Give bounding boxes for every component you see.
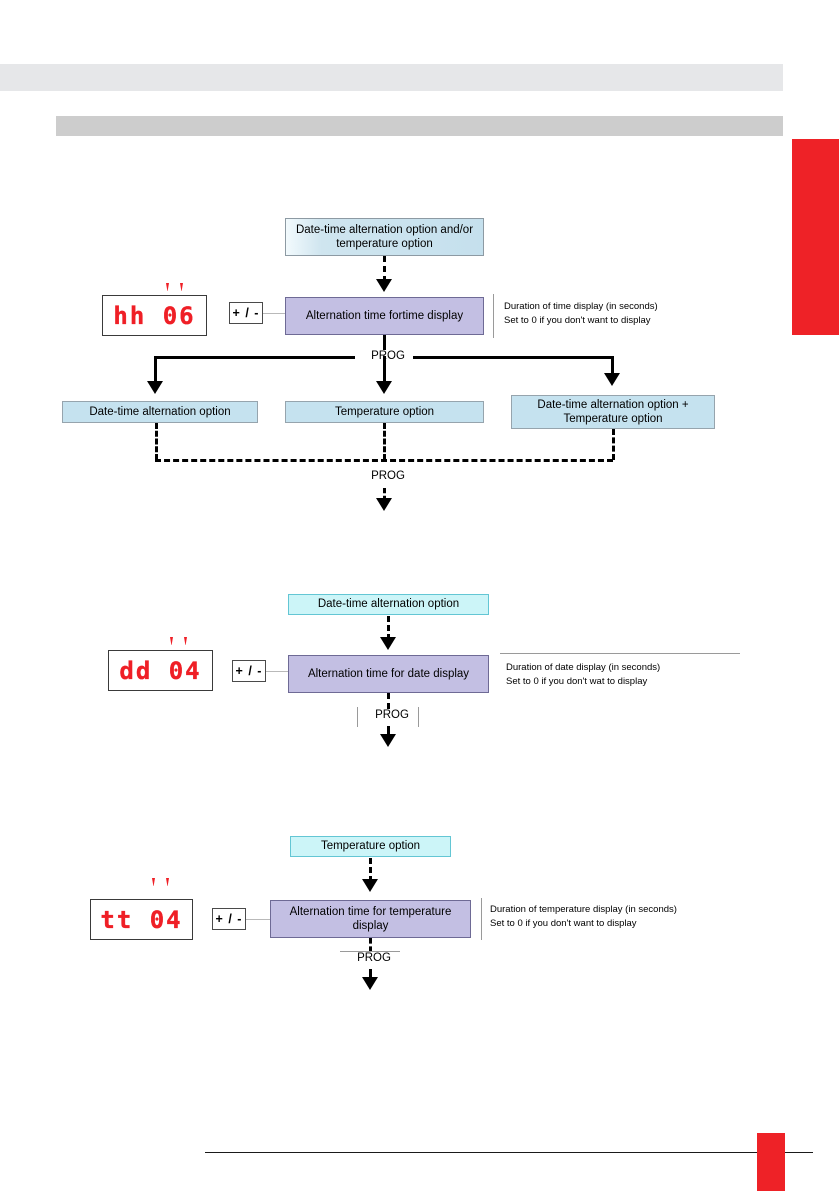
s2-lcd-display: dd 04 (108, 650, 213, 691)
s1-branch-arrow-center (376, 381, 392, 394)
s2-prog-label: PROG (359, 709, 425, 721)
s2-lcd-indicator-ticks (170, 637, 187, 645)
s2-arrow-entry-to-setting (380, 637, 396, 650)
s3-prog-arrow (362, 977, 378, 990)
s2-connector-setting-to-prog (387, 693, 390, 709)
s3-entry-box: Temperature option (290, 836, 451, 857)
s3-note-divider (481, 898, 482, 940)
s3-lcd-value: tt 04 (100, 905, 183, 934)
s3-prog-tail (369, 969, 372, 980)
s1-branch-option-datetime: Date-time alternation option (62, 401, 258, 423)
s1-setting-box: Alternation time fortime display (285, 297, 484, 335)
lcd-tick-left (166, 283, 169, 291)
s1-merge-drop-right (612, 429, 615, 460)
s1-connector-entry-to-setting (383, 256, 386, 282)
lcd-tick-right (166, 878, 169, 886)
s2-setting-box: Alternation time for date display (288, 655, 489, 693)
s3-lcd-display: tt 04 (90, 899, 193, 940)
s3-setting-box: Alternation time for temperature display (270, 900, 471, 938)
s3-plus-minus-lead (246, 919, 270, 920)
s1-arrow-entry-to-setting (376, 279, 392, 292)
s2-note-text: Duration of date display (in seconds) Se… (506, 662, 661, 687)
s3-note-text: Duration of temperature display (in seco… (490, 904, 677, 929)
s3-connector-setting-to-prog (369, 938, 372, 952)
s2-prog-divider-right (418, 707, 419, 727)
s2-connector-entry-to-setting (387, 616, 390, 640)
s3-arrow-entry-to-setting (362, 879, 378, 892)
s3-connector-entry-to-setting (369, 858, 372, 882)
lcd-tick-left (170, 637, 173, 645)
s1-note-divider (493, 294, 494, 338)
s1-merge-label: PROG (355, 470, 421, 482)
s3-lcd-indicator-ticks (152, 878, 169, 886)
s1-merge-rail (155, 459, 613, 462)
s1-branch-drop-center (383, 356, 386, 384)
s1-branch-trunk (383, 335, 386, 357)
s2-note-divider (500, 653, 740, 654)
s1-note-text: Duration of time display (in seconds) Se… (504, 301, 658, 326)
s1-lcd-value: hh 06 (113, 301, 196, 330)
section-tab-marker (792, 139, 839, 335)
s2-prog-tail (387, 726, 390, 737)
s1-lcd-display: hh 06 (102, 295, 207, 336)
s2-prog-arrow (380, 734, 396, 747)
footer-divider (205, 1152, 813, 1153)
s1-branch-rail-left (155, 356, 355, 359)
s2-plus-minus-lead (266, 671, 288, 672)
lcd-tick-right (184, 637, 187, 645)
s3-plus-minus-button[interactable]: + / - (212, 908, 246, 930)
s1-branch-label: PROG (355, 350, 421, 362)
s1-merge-drop-center (383, 423, 386, 460)
s2-lcd-value: dd 04 (119, 656, 202, 685)
lcd-tick-right (180, 283, 183, 291)
s1-branch-arrow-left (147, 381, 163, 394)
s2-plus-minus-button[interactable]: + / - (232, 660, 266, 682)
s1-merge-tail (383, 488, 386, 501)
header-bar-secondary (56, 116, 783, 136)
s1-merge-drop-left (155, 423, 158, 460)
s2-prog-divider-left (357, 707, 358, 727)
s1-plus-minus-lead (263, 313, 285, 314)
s3-prog-label: PROG (341, 952, 407, 964)
s1-lcd-indicator-ticks (166, 283, 183, 291)
s1-branch-drop-left (154, 356, 157, 384)
s1-branch-option-temperature: Temperature option (285, 401, 484, 423)
s1-merge-arrow (376, 498, 392, 511)
footer-accent-block (757, 1133, 785, 1191)
lcd-tick-left (152, 878, 155, 886)
s3-prog-divider (340, 951, 400, 952)
s1-branch-arrow-right (604, 373, 620, 386)
s2-entry-box: Date-time alternation option (288, 594, 489, 615)
s1-plus-minus-button[interactable]: + / - (229, 302, 263, 324)
s1-entry-box: Date-time alternation option and/or temp… (285, 218, 484, 256)
s1-branch-drop-right (611, 356, 614, 376)
s1-branch-rail-right (413, 356, 613, 359)
header-bar-primary (0, 64, 783, 91)
s1-branch-option-both: Date-time alternation option + Temperatu… (511, 395, 715, 429)
